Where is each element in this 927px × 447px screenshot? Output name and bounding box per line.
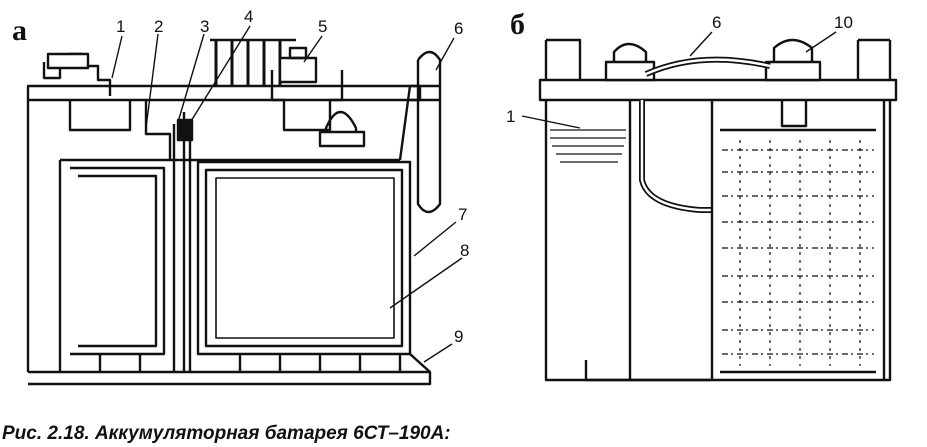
panel-a-callouts: 1 2 3 4 5 6 7 8 9 [116,7,469,346]
panel-a-drawing [26,38,442,386]
panel-b-plate-hatching [550,129,874,366]
figure-caption: Рис. 2.18. Аккумуляторная батарея 6СТ–19… [2,423,451,444]
callout-b-1: 1 [506,107,515,126]
callout-b-6: 6 [712,13,721,32]
panel-b-label: б [510,8,525,41]
callout-b-10: 10 [834,13,853,32]
panel-b-leaders [521,31,837,129]
battery-diagram: а 1 2 3 4 5 6 7 8 9 [12,7,898,386]
callout-a-1: 1 [116,17,125,36]
callout-a-2: 2 [154,17,163,36]
callout-a-7: 7 [458,205,467,224]
callout-a-6: 6 [454,19,463,38]
callout-a-3: 3 [200,17,209,36]
panel-b-callouts: 6 10 1 [506,13,853,126]
callout-a-4: 4 [244,7,253,26]
panel-b-drawing [538,38,898,382]
callout-a-8: 8 [460,241,469,260]
panel-a-label: а [12,14,27,47]
callout-a-9: 9 [454,327,463,346]
panel-a-leaders [111,25,463,363]
callout-a-5: 5 [318,17,327,36]
